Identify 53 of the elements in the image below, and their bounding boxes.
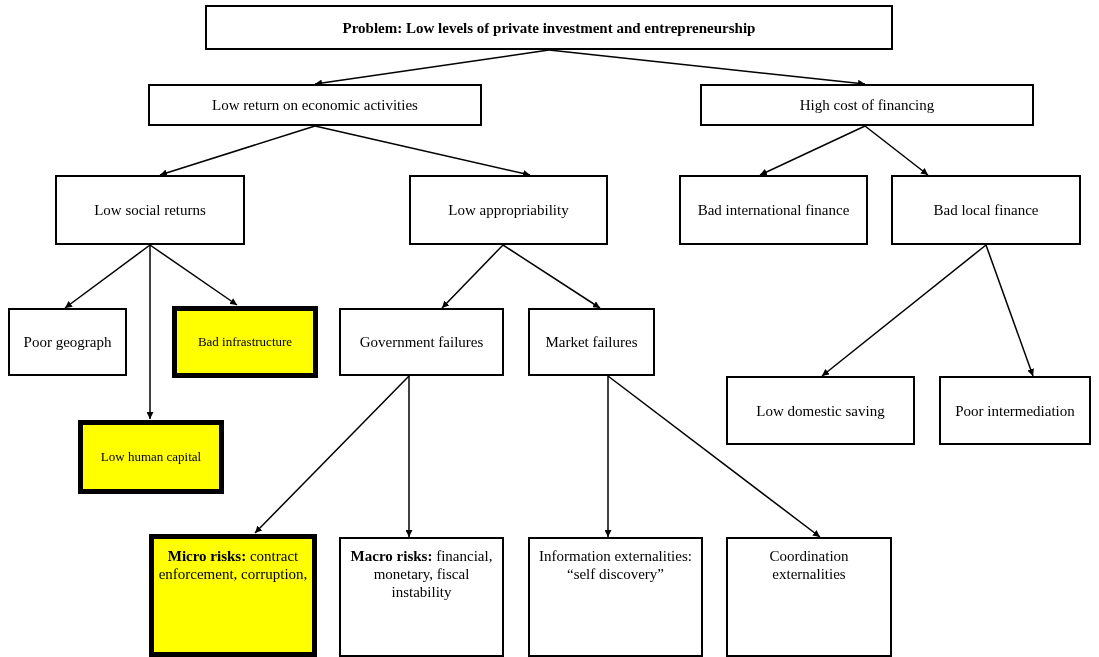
highlighted-box	[78, 420, 224, 494]
arrow	[149, 244, 238, 306]
node-text: Bad local finance	[933, 201, 1039, 219]
cause-box	[700, 84, 1034, 126]
node-text: Problem: Low levels of private investment and entrepreneurship	[342, 18, 756, 37]
arrow	[64, 244, 151, 309]
node-text: Bad infrastructure	[197, 334, 293, 350]
node-text: Low domestic saving	[756, 401, 885, 420]
cause-box	[528, 537, 703, 657]
node-text: Market failures	[545, 333, 638, 351]
node-text: Government failures	[359, 333, 484, 351]
node-text: Macro risks: financial, monetary, fiscal instability	[349, 547, 494, 601]
arrow	[405, 375, 413, 538]
arrow	[441, 244, 504, 309]
arrow	[864, 125, 929, 176]
arrow	[548, 49, 866, 87]
cause-box	[409, 175, 608, 245]
arrow	[159, 125, 316, 177]
cause-box	[726, 376, 915, 445]
arrow	[985, 244, 1034, 377]
cause-box	[55, 175, 245, 245]
node-text: Poor geograph	[23, 333, 112, 351]
node-text: Bad international finance	[697, 201, 850, 219]
node-text: Low social returns	[94, 201, 206, 219]
highlighted-box	[172, 306, 318, 378]
arrow	[759, 125, 866, 176]
node-text: Low return on economic activities	[212, 96, 418, 114]
cause-box	[939, 376, 1091, 445]
cause-box	[679, 175, 868, 245]
node-text: Information externalities: “self discovery”	[538, 547, 693, 583]
cause-box	[528, 308, 655, 376]
cause-box	[205, 5, 893, 50]
arrow	[607, 375, 821, 538]
cause-box	[8, 308, 127, 376]
arrow	[604, 375, 612, 538]
arrow	[502, 244, 601, 309]
arrow	[146, 244, 154, 420]
cause-box	[148, 84, 482, 126]
cause-box	[891, 175, 1081, 245]
node-text: Low appropriability	[448, 201, 569, 219]
node-text: Micro risks: contract enforcement, corruption,	[158, 547, 308, 583]
arrow	[314, 125, 531, 177]
node-text: High cost of financing	[799, 96, 935, 114]
node-text: Low human capital	[100, 449, 202, 465]
cause-box	[339, 308, 504, 376]
node-text: Poor intermediation	[955, 401, 1075, 420]
node-text: Coordination externalities	[768, 547, 850, 583]
arrow	[314, 49, 550, 87]
cause-box	[339, 537, 504, 657]
cause-box	[726, 537, 892, 657]
arrow	[821, 244, 987, 377]
highlighted-box	[149, 534, 317, 657]
arrow	[254, 375, 410, 534]
